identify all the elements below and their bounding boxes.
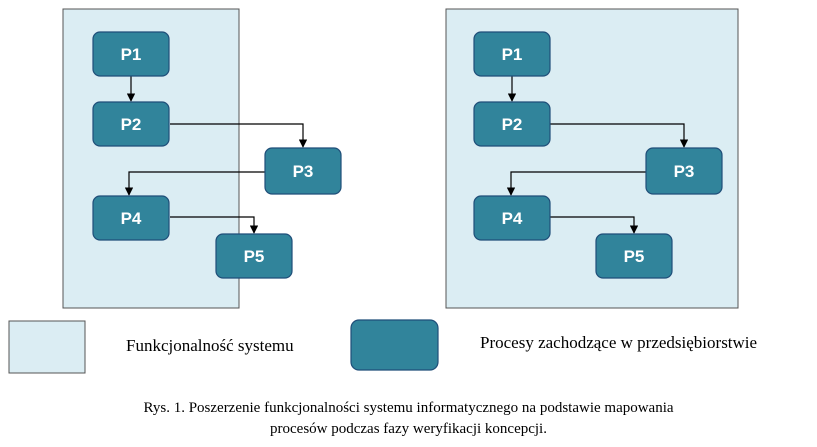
flow-p2-p3-right	[550, 123, 689, 148]
process-box-p2-right	[473, 101, 551, 147]
figure-caption: Rys. 1. Poszerzenie funkcjonalności syst…	[0, 398, 817, 440]
connectors-left	[124, 76, 308, 234]
legend-process-label: Procesy zachodzące w przedsiębiorstwie	[480, 333, 758, 352]
process-label-p1-right: P1	[502, 45, 523, 64]
process-box-p3-right	[645, 147, 723, 195]
legend-system-swatch	[8, 320, 86, 374]
process-box-p2	[92, 101, 170, 147]
flow-p2-p3	[170, 123, 308, 148]
process-box-p1	[92, 31, 170, 77]
process-label-p3-right: P3	[674, 162, 695, 181]
process-box-p3	[264, 147, 342, 195]
process-label-p5: P5	[244, 247, 265, 266]
process-box-p5	[215, 233, 293, 279]
legend-system-label: Funkcjonalność systemu	[126, 336, 294, 355]
flow-p3-p4-right	[506, 171, 646, 196]
process-label-p2: P2	[121, 115, 142, 134]
connectors-right	[506, 76, 689, 234]
flow-p3-p4	[124, 171, 265, 196]
process-label-p4: P4	[121, 209, 142, 228]
caption-line-1: Rys. 1. Poszerzenie funkcjonalności syst…	[143, 400, 674, 416]
process-box-p1-right	[473, 31, 551, 77]
diagram-right: P1 P2 P3 P4 P5	[445, 8, 739, 309]
legend-process-swatch	[350, 319, 439, 371]
process-label-p2-right: P2	[502, 115, 523, 134]
diagram-left: P1 P2 P3 P4 P5	[62, 8, 342, 309]
process-label-p4-right: P4	[502, 209, 523, 228]
process-label-p3: P3	[293, 162, 314, 181]
process-label-p5-right: P5	[624, 247, 645, 266]
flow-p4-p5	[170, 216, 259, 234]
flow-p4-p5-right	[550, 216, 639, 234]
process-label-p1: P1	[121, 45, 142, 64]
process-box-p4-right	[473, 195, 551, 241]
caption-line-2: procesów podczas fazy weryfikacji koncep…	[270, 421, 547, 437]
process-box-p4	[92, 195, 170, 241]
process-box-p5-right	[595, 233, 673, 279]
